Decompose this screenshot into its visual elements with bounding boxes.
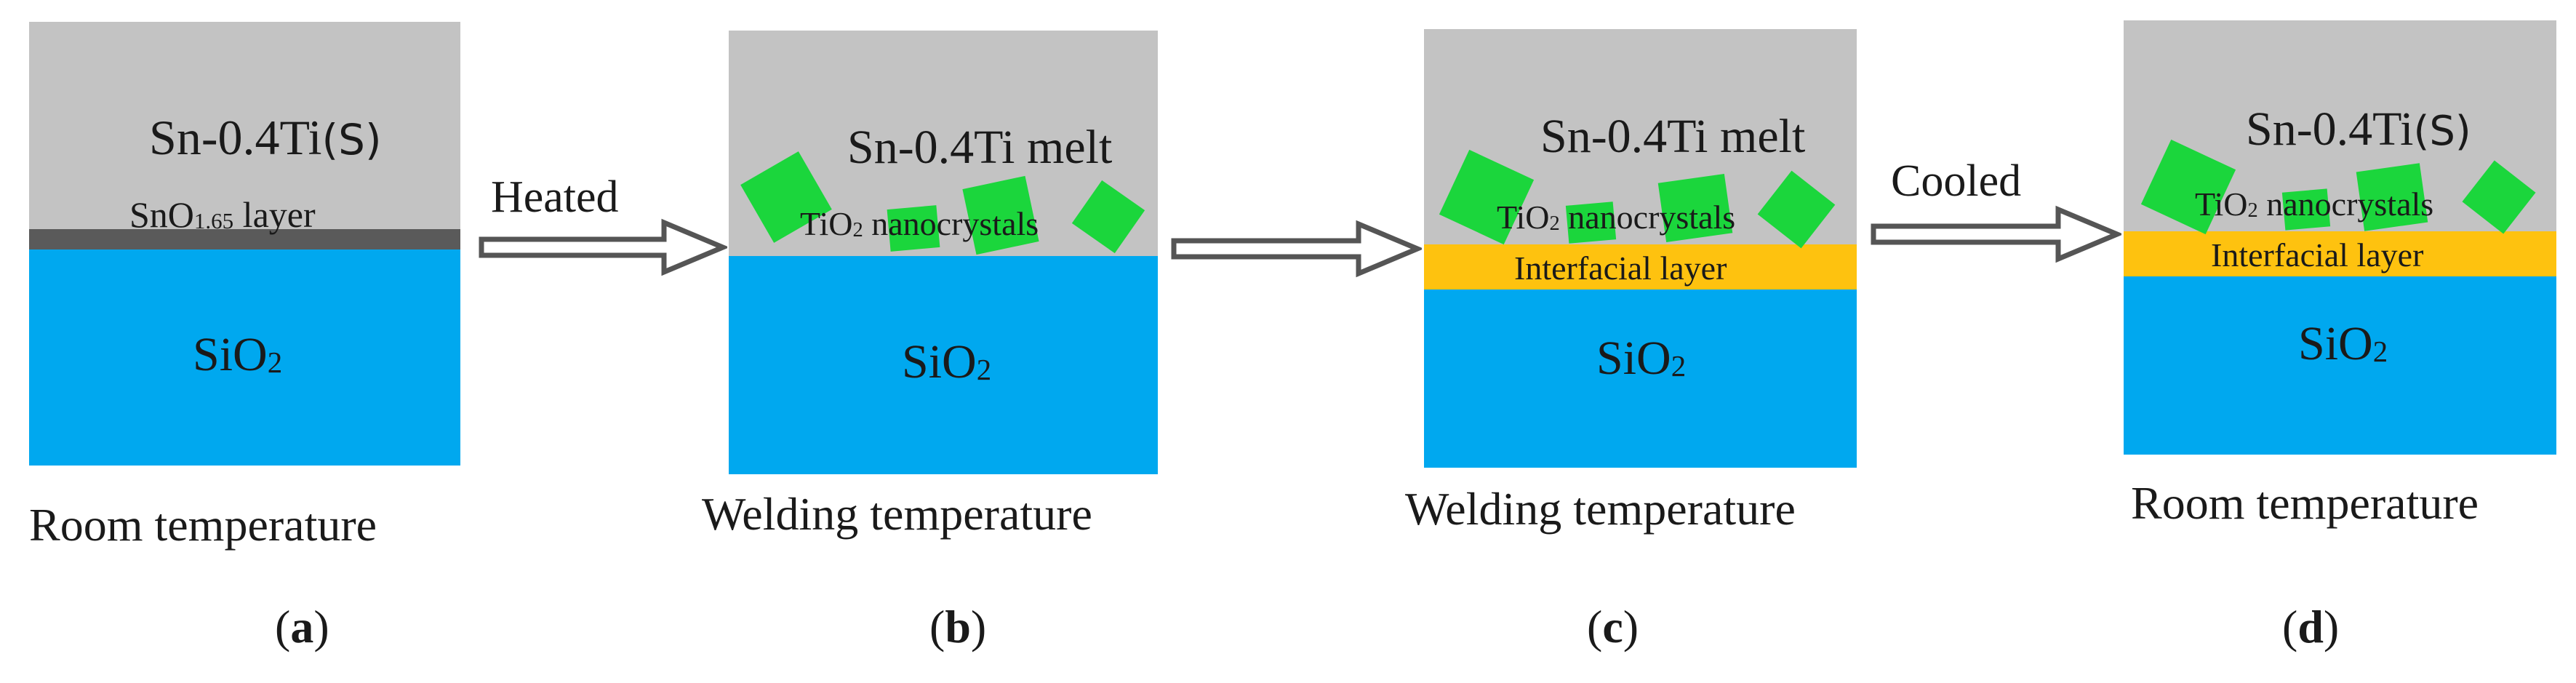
substrate-c	[1424, 289, 1857, 468]
interfacial-layer-c	[1424, 244, 1857, 289]
crystals-label-b: TiO2 nanocrystals	[800, 205, 1039, 242]
caption-b: Welding temperature	[702, 488, 1092, 540]
interfacial-label-c: Interfacial layer	[1514, 249, 1727, 287]
solder-label-d: Sn-0.4Ti(S)	[2246, 103, 2471, 156]
solder-label-a: Sn-0.4Ti(S)	[149, 110, 382, 165]
panel-letter-b: (b)	[929, 601, 987, 652]
caption-d: Room temperature	[2131, 477, 2479, 529]
substrate-a	[29, 249, 460, 466]
panel-letter-d: (d)	[2282, 601, 2340, 652]
crystals-label-d: TiO2 nanocrystals	[2195, 185, 2434, 223]
substrate-d	[2124, 276, 2556, 455]
solder-label-b: Sn-0.4Ti melt	[847, 121, 1113, 174]
solder-block-a	[29, 22, 460, 229]
solder-label-c: Sn-0.4Ti melt	[1540, 110, 1806, 163]
substrate-label-d: SiO2	[2298, 317, 2388, 370]
substrate-label-c: SiO2	[1596, 332, 1687, 385]
interfacial-layer-d	[2124, 231, 2556, 276]
panel-letter-c: (c)	[1587, 601, 1639, 652]
heated-arrow-icon	[479, 218, 727, 276]
caption-a: Room temperature	[29, 499, 377, 551]
substrate-b	[729, 256, 1158, 474]
oxide-layer-a	[29, 229, 460, 249]
caption-c: Welding temperature	[1405, 483, 1796, 535]
cooled-arrow-icon	[1871, 205, 2121, 263]
crystals-label-c: TiO2 nanocrystals	[1497, 199, 1736, 236]
heated-label: Heated	[491, 172, 619, 222]
panel-letter-a: (a)	[275, 601, 329, 652]
interfacial-label-d: Interfacial layer	[2211, 236, 2424, 273]
cooled-label: Cooled	[1891, 156, 2022, 206]
transition-arrow-icon	[1171, 220, 1422, 278]
oxide-label-a: SnO1.65 layer	[129, 194, 316, 235]
substrate-label-a: SiO2	[193, 328, 283, 381]
substrate-label-b: SiO2	[902, 335, 992, 388]
